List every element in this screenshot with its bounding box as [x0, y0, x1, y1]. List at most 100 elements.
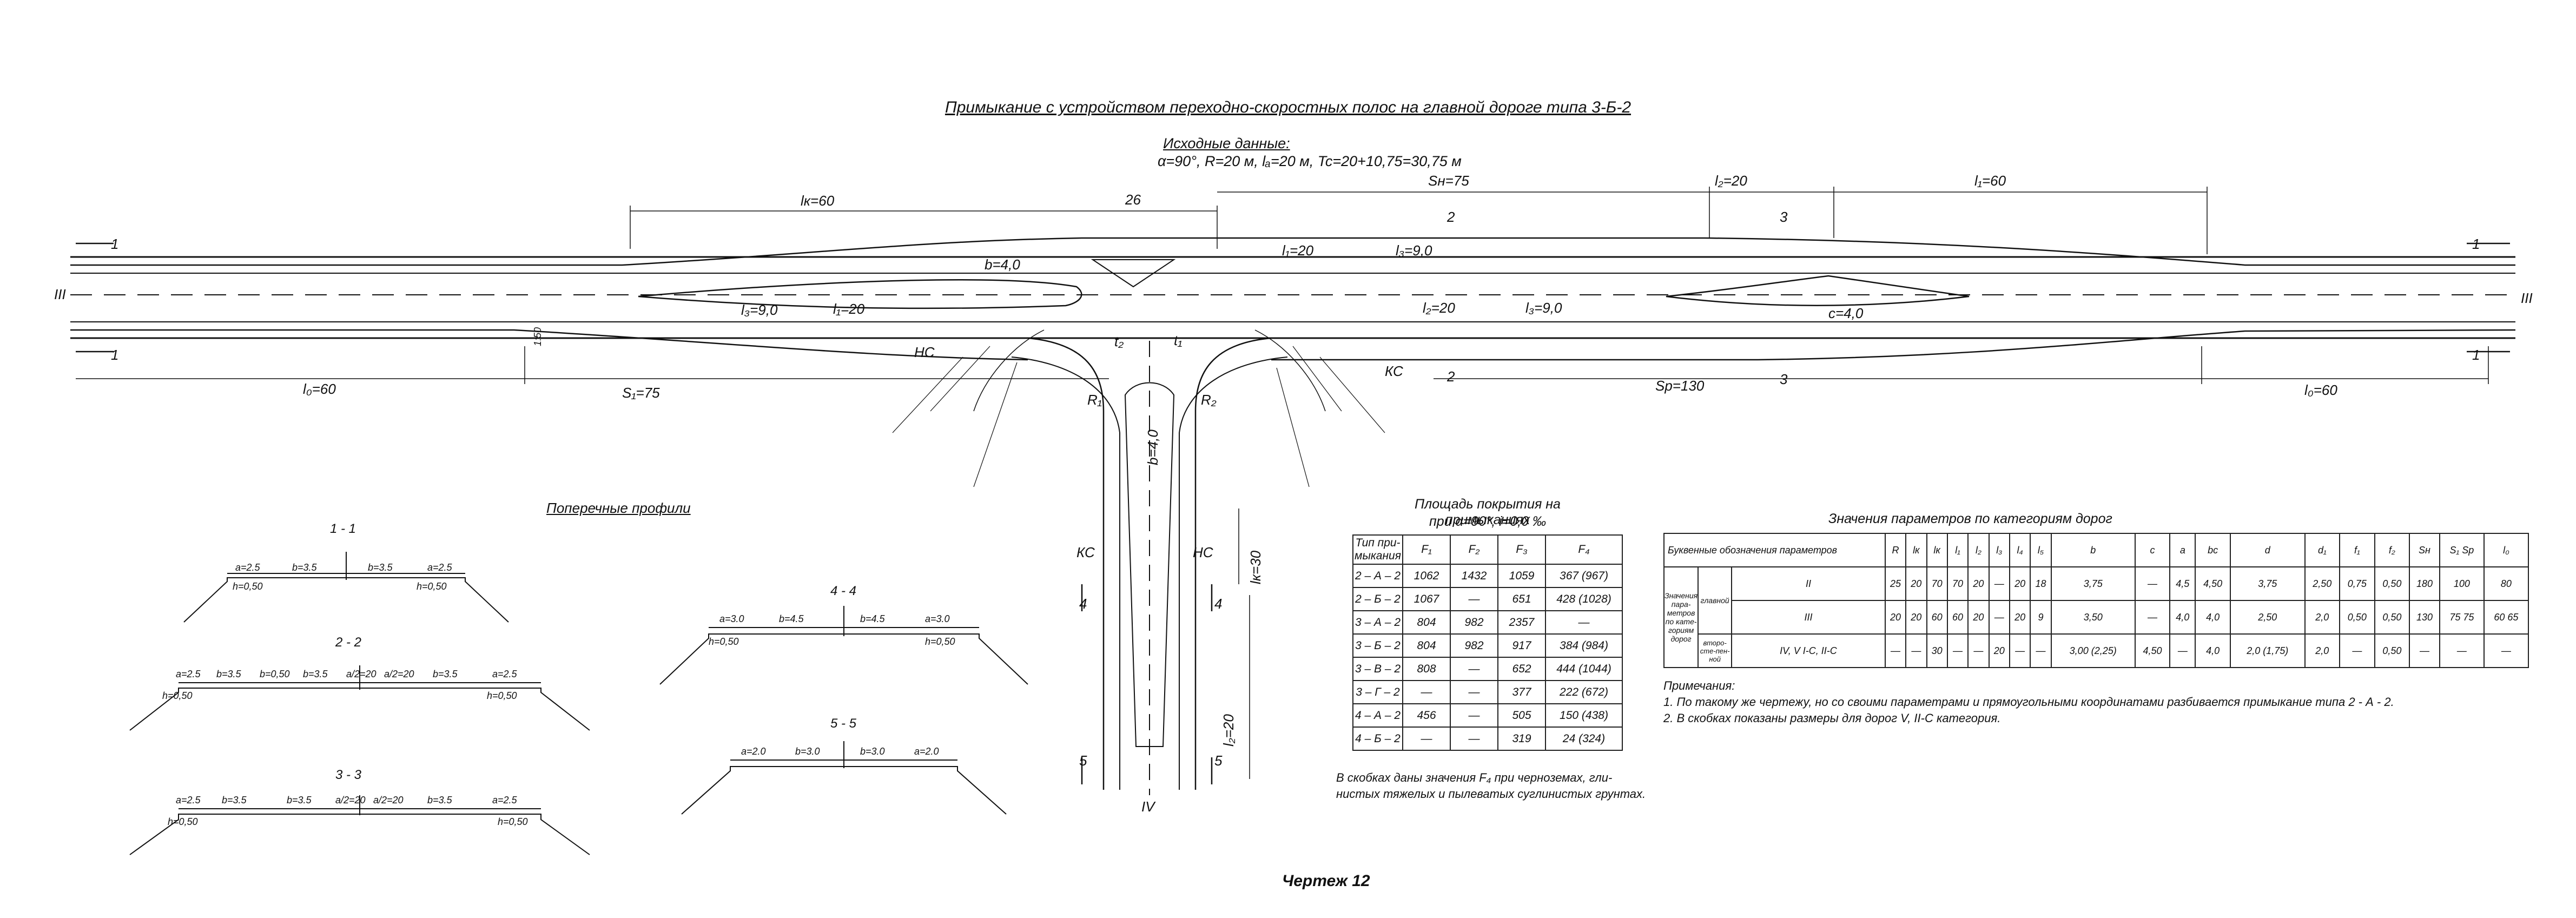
param-col: R [1884, 533, 1907, 567]
p11-dim-a1: a=2.5 [235, 562, 261, 573]
island-right [1666, 275, 1970, 306]
label-t2: t₂ [1114, 333, 1124, 349]
profile-5-5-body [681, 766, 1007, 815]
cell: 384 (984) [1545, 633, 1623, 658]
note-2: 2. В скобках показаны размеры для дорог … [1663, 711, 2001, 725]
label-c40: c=4,0 [1828, 305, 1864, 321]
section-4-5-markers [1081, 584, 1213, 784]
cell: 3 – В – 2 [1352, 657, 1403, 681]
label-nc-bottom: НС [1193, 544, 1213, 560]
label-l1-20a: l₁=20 [1282, 242, 1314, 259]
side-road-dim-lines [1238, 508, 1250, 779]
cell: 3,00 (2,25) [2050, 633, 2136, 668]
cell: 20 [1967, 566, 1990, 601]
cell: 18 [2030, 566, 2052, 601]
p22-side-h2: h=0,50 [487, 690, 517, 701]
curve-offset-left [973, 329, 1045, 412]
param-col: bс [2195, 533, 2231, 567]
label-l1-top: l₁=60 [1974, 173, 2006, 189]
cell: 70 [1946, 566, 1969, 601]
label-l2-20-side: l₂=20 [1220, 714, 1237, 747]
p44-dim-2: b=4.5 [779, 613, 804, 624]
label-sec3-top: 3 [1780, 209, 1788, 225]
cell: 4,0 [2169, 600, 2196, 635]
cell: 804 [1402, 633, 1451, 658]
cell: 1059 [1497, 564, 1546, 588]
p22-dim-3: b=0,50 [260, 669, 290, 679]
note-1: 1. По такому же чертежу, но со своими па… [1663, 695, 2394, 709]
area-table-header: Тип при-мыкания F₁ F₂ F₃ F₄ [1352, 534, 1623, 565]
cell: 1062 [1402, 564, 1451, 588]
profile-5-5-title: 5 - 5 [830, 716, 857, 731]
area-col-type: Тип при-мыкания [1352, 534, 1403, 565]
label-s1-75: S₁=75 [622, 385, 660, 401]
notes-heading: Примечания: [1663, 679, 1735, 692]
dim-sn75-line [1217, 187, 1710, 238]
cell: 3,75 [2229, 566, 2306, 601]
param-col: l₄ [2009, 533, 2031, 567]
cell: — [1450, 703, 1498, 728]
cell: 428 (1028) [1545, 587, 1623, 611]
label-road-III-left: III [54, 286, 66, 302]
area-col-f1: F₁ [1402, 534, 1451, 565]
area-table-heading-1: Площадь покрытия на примыканиях [1415, 497, 1561, 527]
cell: 4,50 [2195, 566, 2231, 601]
cell: 4,5 [2169, 566, 2196, 601]
cell: — [2009, 633, 2031, 668]
param-col: l₅ [2030, 533, 2052, 567]
param-col: lк [1905, 533, 1927, 567]
profile-5-5-dims [730, 741, 957, 768]
cell: — [1450, 657, 1498, 681]
label-sp130: Sр=130 [1655, 378, 1705, 394]
p55-dim-1: a=2.0 [741, 746, 766, 757]
p44-side-h1: h=0,50 [709, 636, 739, 647]
label-l3-90b: l₃=9,0 [741, 302, 778, 318]
param-col: l₃ [1988, 533, 2010, 567]
cell: — [2339, 633, 2375, 668]
cell: 4 – Б – 2 [1352, 727, 1403, 751]
cell: 180 [2409, 566, 2440, 601]
island-left [638, 279, 1082, 309]
param-col: Sн [2409, 533, 2440, 567]
table-row: второ-сте-пен-ной IV, V I-C, II-C ——30——… [1664, 633, 2529, 668]
label-l3-90a: l₃=9,0 [1396, 242, 1432, 259]
cell: 2,0 [2304, 600, 2341, 635]
dim-lk60-line [630, 206, 1218, 249]
cell: 2 – А – 2 [1352, 564, 1403, 588]
side-road-right-inner [1179, 356, 1288, 790]
p33-side-h1: h=0,50 [168, 816, 198, 827]
median-triangle [1091, 259, 1176, 288]
label-b40-vertical: b=4,0 [1145, 430, 1161, 465]
param-col: lк [1926, 533, 1948, 567]
label-150: 1:50 [532, 327, 543, 346]
param-col: a [2169, 533, 2196, 567]
speed-lane-bottom-left [70, 329, 1028, 361]
cell: 60 [1946, 600, 1969, 635]
p33-dim-7: a=2.5 [492, 795, 518, 805]
dim-l2-l1-line [1709, 187, 2208, 254]
profile-3-3-title: 3 - 3 [335, 768, 362, 782]
dim-sp-l0-line [1434, 346, 2489, 384]
label-sec5-right: 5 [1214, 752, 1223, 769]
p44-side-h2: h=0,50 [925, 636, 955, 647]
param-table-header: Буквенные обозначения параметров R lк lк… [1663, 533, 2529, 567]
cell: — [2409, 633, 2440, 668]
p11-dim-a2: a=2.5 [427, 562, 453, 573]
param-side-main2: главной [1697, 566, 1733, 635]
param-cat: IV, V I-C, II-C [1731, 633, 1886, 668]
cell: 652 [1497, 657, 1546, 681]
param-table-heading: Значения параметров по категориям дорог [1828, 511, 2112, 526]
cell: 3 – А – 2 [1352, 610, 1403, 635]
cell: — [1402, 680, 1451, 704]
cell: 2,50 [2229, 600, 2306, 635]
cell: — [1967, 633, 1990, 668]
cell: 20 [1905, 600, 1927, 635]
table-row: Значения пара-метров по кате-гориям доро… [1663, 566, 2529, 668]
param-col: l₂ [1967, 533, 1990, 567]
